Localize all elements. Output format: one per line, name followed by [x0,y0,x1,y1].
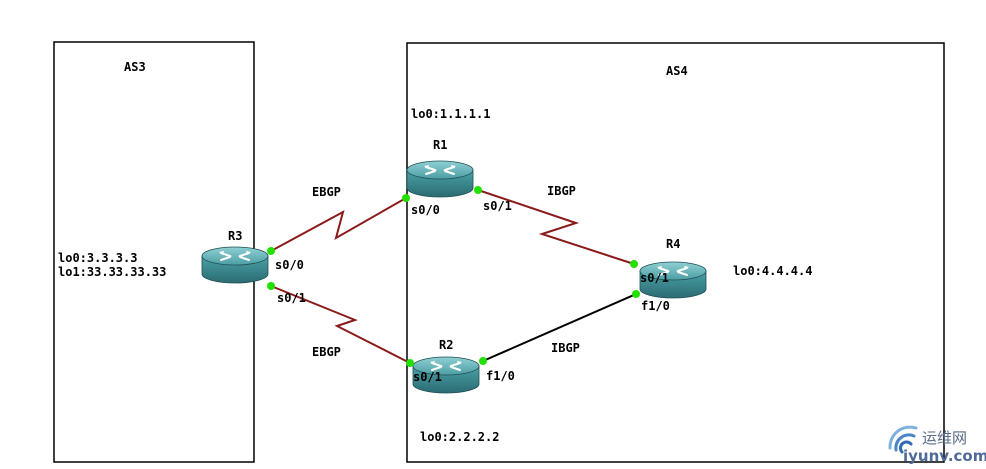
router-r2-name: R2 [439,338,453,352]
port-r1-s0-1[interactable] [474,186,482,194]
port-r2-s0-1[interactable] [406,359,414,367]
link-r1-r4-serial[interactable] [477,189,635,265]
r2-if-f1-0: f1/0 [486,369,515,383]
watermark: 运维网 iyunv.com [888,425,986,465]
r3-if-s0-0: s0/0 [275,258,304,272]
port-r3-s0-0[interactable] [267,247,275,255]
r2-if-s0-1: s0/1 [413,370,442,384]
as4-boundary [406,42,945,463]
router-r1-name: R1 [433,138,447,152]
r1-if-s0-1: s0/1 [483,199,512,213]
r1-if-s0-0: s0/0 [411,203,440,217]
port-r4-s0-1[interactable] [630,260,638,268]
link-r2-r4-ethernet[interactable] [482,293,637,362]
link-r1-r4-protocol: IBGP [547,184,576,198]
router-r4-name: R4 [666,237,680,251]
r3-if-s0-1: s0/1 [277,291,306,305]
port-r3-s0-1[interactable] [267,282,275,290]
port-r2-f1-0[interactable] [479,357,487,365]
router-r3[interactable] [201,246,269,284]
router-r3-name: R3 [228,229,242,243]
router-r1[interactable] [406,160,474,198]
port-r4-f1-0[interactable] [632,290,640,298]
r4-if-f1-0: f1/0 [641,299,670,313]
r4-if-s0-1: s0/1 [640,271,669,285]
router-r2-loopback: lo0:2.2.2.2 [420,430,499,444]
watermark-domain: iyunv.com [903,447,986,465]
router-r4-loopback: lo0:4.4.4.4 [733,264,812,278]
link-r3-r1-serial[interactable] [270,197,407,252]
as4-label: AS4 [666,64,688,78]
router-r3-loopback1: lo1:33.33.33.33 [58,265,166,279]
port-r1-s0-0[interactable] [402,194,410,202]
router-r3-loopback0: lo0:3.3.3.3 [58,251,137,265]
link-r3-r1-protocol: EBGP [312,185,341,199]
as3-label: AS3 [124,60,146,74]
link-r3-r2-serial[interactable] [270,285,411,364]
wifi-logo-icon [888,425,918,454]
link-r3-r2-protocol: EBGP [312,345,341,359]
link-r2-r4-protocol: IBGP [551,341,580,355]
watermark-chinese: 运维网 [922,429,967,447]
router-r1-loopback: lo0:1.1.1.1 [411,107,490,121]
